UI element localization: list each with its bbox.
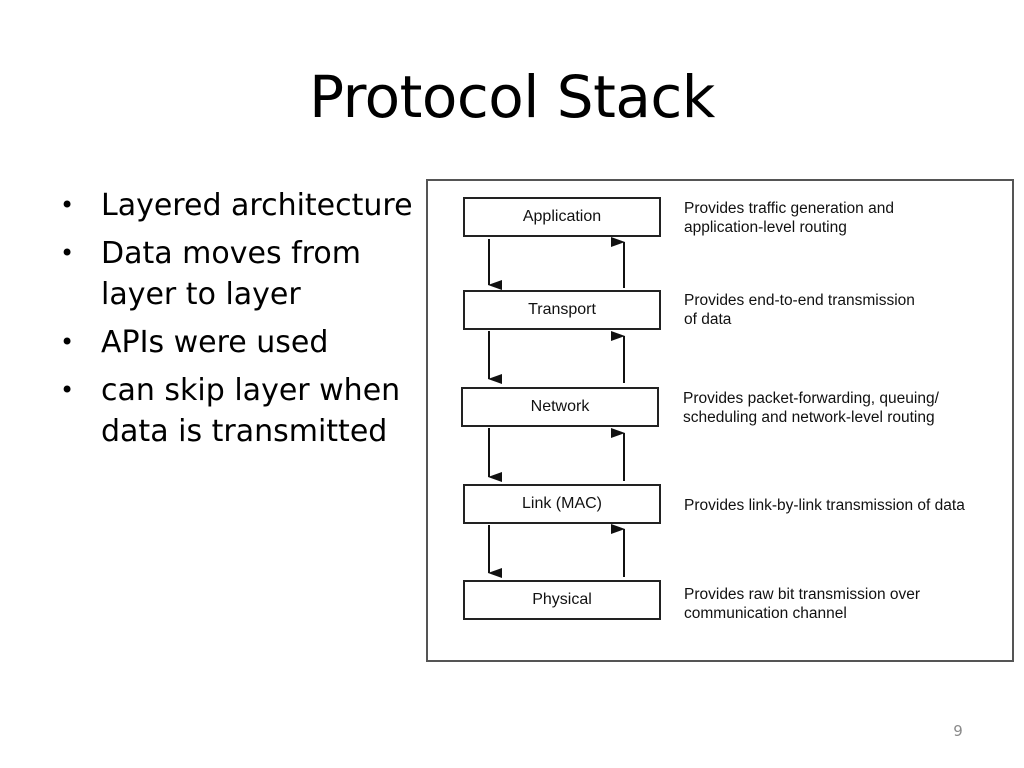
layer-box-physical: Physical <box>463 580 661 620</box>
layer-box-link-mac: Link (MAC) <box>463 484 661 524</box>
layer-description-network: Provides packet-forwarding, queuing/ sch… <box>683 389 1013 427</box>
description-line: Provides link-by-link transmission of da… <box>684 497 965 514</box>
bullet-item: • can skip layer when data is transmitte… <box>55 370 425 452</box>
layer-box-network: Network <box>461 387 659 427</box>
description-line: Provides traffic generation and <box>684 200 894 217</box>
bullet-mark: • <box>60 191 75 219</box>
layer-arrows <box>488 237 625 578</box>
bullet-item: • Layered architecture <box>55 185 425 226</box>
layer-box-application: Application <box>463 197 661 237</box>
layer-description-link-mac: Provides link-by-link transmission of da… <box>684 496 1014 515</box>
description-line: Provides raw bit transmission over <box>684 586 921 603</box>
page-number: 9 <box>953 722 963 740</box>
bullet-text: APIs were used <box>101 325 329 360</box>
bullet-item: • Data moves from layer to layer <box>55 233 425 315</box>
layer-description-transport: Provides end-to-end transmission of data <box>684 291 1014 329</box>
bullet-mark: • <box>60 328 75 356</box>
bullet-text: Data moves from layer to layer <box>101 236 361 312</box>
slide-title: Protocol Stack <box>309 63 715 131</box>
bullet-mark: • <box>60 376 75 404</box>
bullet-text: Layered architecture <box>101 188 413 223</box>
protocol-stack-figure: Application Provides traffic generation … <box>426 179 1014 662</box>
description-line: of data <box>684 311 732 328</box>
layer-description-application: Provides traffic generation and applicat… <box>684 199 1014 237</box>
bullet-item: • APIs were used <box>55 322 425 363</box>
layer-box-transport: Transport <box>463 290 661 330</box>
description-line: application-level routing <box>684 219 847 236</box>
bullet-text: can skip layer when data is transmitted <box>101 373 401 449</box>
description-line: scheduling and network-level routing <box>683 409 935 426</box>
bullet-mark: • <box>60 239 75 267</box>
description-line: Provides packet-forwarding, queuing/ <box>683 390 939 407</box>
description-line: Provides end-to-end transmission <box>684 292 915 309</box>
description-line: communication channel <box>684 605 847 622</box>
layer-description-physical: Provides raw bit transmission over commu… <box>684 585 1014 623</box>
bullet-list: • Layered architecture • Data moves from… <box>55 185 425 459</box>
